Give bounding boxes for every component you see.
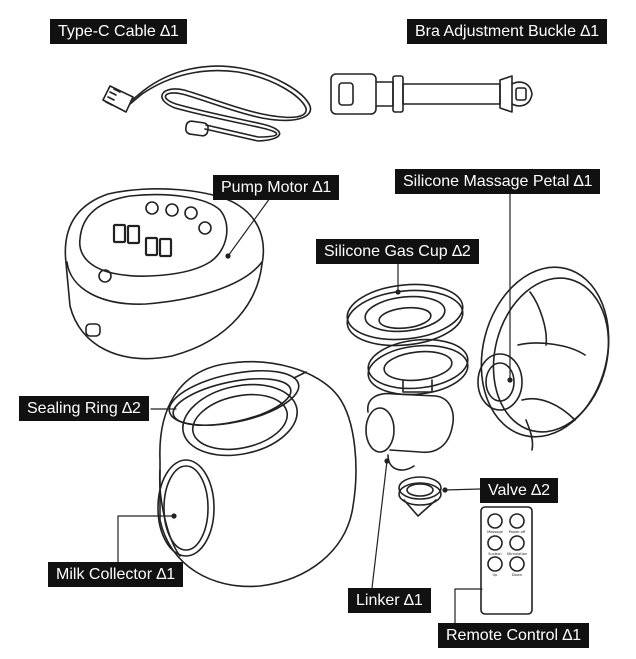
- remote-label-suction: Suction: [488, 552, 501, 556]
- remote-label-up: Up: [493, 573, 499, 577]
- bra-buckle-illustration: [330, 73, 533, 115]
- valve-illustration: [398, 476, 442, 517]
- milk-collector-illustration: [157, 360, 357, 588]
- label-remote-control: Remote Control ∆1: [438, 623, 590, 648]
- label-type-c-cable: Type-C Cable ∆1: [50, 19, 187, 44]
- label-valve: Valve ∆2: [480, 478, 558, 503]
- type-c-cable-illustration: [102, 65, 312, 142]
- linker-illustration: [365, 392, 454, 471]
- massage-petal-illustration: [477, 266, 610, 451]
- remote-label-massage: Massage: [487, 530, 504, 534]
- remote-label-power-off: Power off: [509, 530, 526, 534]
- label-bra-adjustment-buckle: Bra Adjustment Buckle ∆1: [407, 19, 608, 44]
- label-silicone-gas-cup: Silicone Gas Cup ∆2: [316, 239, 479, 264]
- gas-cup-illustration: [346, 283, 469, 396]
- label-silicone-massage-petal: Silicone Massage Petal ∆1: [395, 169, 601, 194]
- label-linker: Linker ∆1: [348, 588, 431, 613]
- label-pump-motor: Pump Motor ∆1: [213, 175, 340, 200]
- remote-label-stimulation: Stimulation: [507, 552, 528, 556]
- label-milk-collector: Milk Collector ∆1: [48, 562, 184, 587]
- remote-label-down: Down: [512, 573, 522, 577]
- pump-motor-illustration: [64, 188, 265, 360]
- label-sealing-ring: Sealing Ring ∆2: [19, 396, 149, 421]
- remote-control-illustration: Massage Power off Suction Stimulation Up…: [480, 506, 533, 615]
